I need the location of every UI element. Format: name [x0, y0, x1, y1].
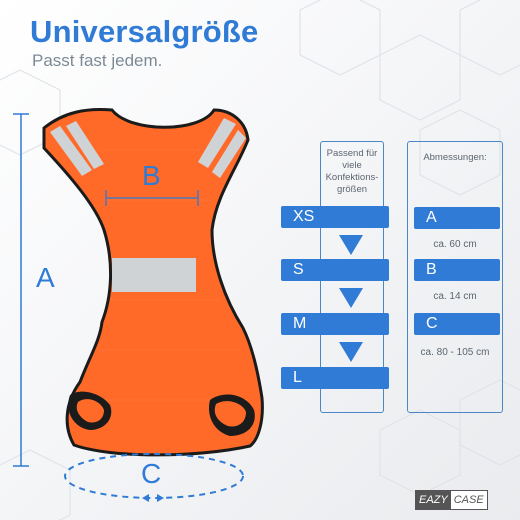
size-m-bar: M	[281, 313, 389, 335]
left-side-strap	[68, 391, 112, 430]
brand-logo-part2: CASE	[450, 491, 487, 509]
page-subtitle: Passt fast jedem.	[32, 51, 163, 70]
measure-a-bar: A	[414, 207, 500, 229]
measure-a-value: ca. 60 cm	[433, 239, 477, 250]
right-shoulder-reflector	[198, 118, 246, 178]
arrow-down-icon	[339, 342, 363, 362]
measure-c-value: ca. 80 - 105 cm	[420, 347, 490, 358]
measurements-panel-heading: Abmessungen:	[423, 152, 487, 163]
arrow-down-icon	[339, 288, 363, 308]
brand-logo: EAZY CASE	[415, 490, 488, 510]
page-title: Universalgröße	[30, 14, 259, 49]
chest-reflector	[112, 258, 196, 292]
arrow-down-icon	[339, 235, 363, 255]
measurements-panel	[407, 141, 503, 413]
brand-logo-part1: EAZY	[416, 491, 451, 509]
dimension-b-label: B	[142, 160, 161, 191]
dimension-a-label: A	[36, 262, 55, 293]
sizes-panel-heading: Passend für viele Konfektions-größen	[325, 148, 379, 195]
measure-c-bar: C	[414, 313, 500, 335]
right-side-strap	[208, 394, 255, 436]
size-l-bar: L	[281, 367, 389, 389]
dimension-c-ellipse	[64, 453, 244, 499]
size-xs-bar: XS	[281, 206, 389, 228]
dimension-b-line	[105, 190, 199, 206]
dimension-c-arrows	[142, 494, 164, 502]
size-s-bar: S	[281, 259, 389, 281]
measure-b-bar: B	[414, 259, 500, 281]
left-shoulder-reflector	[50, 121, 104, 176]
dimension-c-label: C	[141, 458, 162, 489]
dimension-a-line	[13, 113, 29, 467]
measure-b-value: ca. 14 cm	[433, 291, 477, 302]
